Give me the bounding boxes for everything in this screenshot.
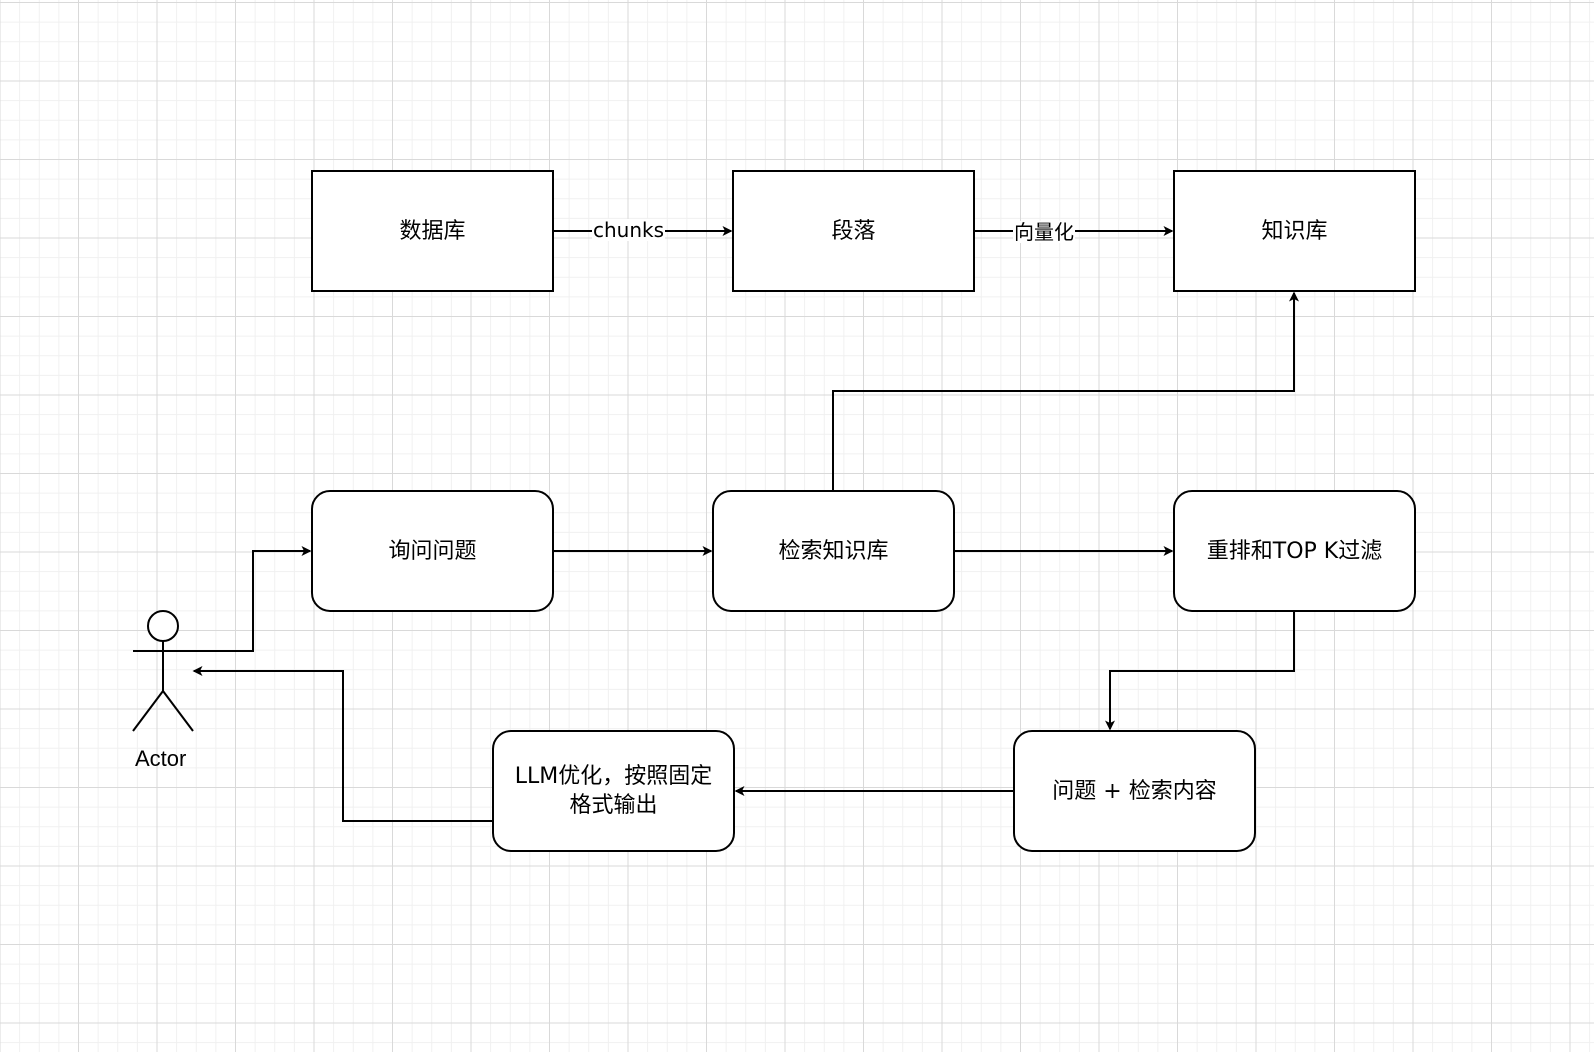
- actor-figure[interactable]: [132, 610, 194, 732]
- edge-rerank-to-question-plus-content[interactable]: [1105, 611, 1295, 731]
- node-question-plus-content-label: 问题 + 检索内容: [1052, 778, 1217, 804]
- node-llm-optimize-box[interactable]: [492, 730, 735, 852]
- node-ask-question-label: 询问问题: [388, 538, 477, 564]
- actor-label: Actor: [135, 746, 187, 771]
- node-paragraph-label: 段落: [831, 218, 876, 244]
- actor-head: [147, 610, 179, 642]
- node-paragraph-box[interactable]: [732, 170, 975, 292]
- node-llm-optimize-label: LLM优化，按照固定 格式输出: [514, 764, 713, 818]
- node-knowledge-base-box[interactable]: [1173, 170, 1416, 292]
- node-search-kb-label: 检索知识库: [778, 538, 889, 564]
- edge-search-to-knowledge-base[interactable]: [832, 291, 1299, 491]
- node-knowledge-base-label: 知识库: [1261, 218, 1328, 244]
- edge-label-vectorize: 向量化: [1013, 220, 1075, 244]
- node-rerank-label: 重排和TOP K过滤: [1206, 538, 1383, 564]
- node-database-box[interactable]: [311, 170, 554, 292]
- edge-label-chunks: chunks: [592, 218, 666, 242]
- edge-llm-to-actor[interactable]: [192, 666, 493, 822]
- actor-left-leg: [132, 690, 164, 732]
- actor-right-leg: [162, 690, 194, 732]
- node-database-label: 数据库: [399, 218, 466, 244]
